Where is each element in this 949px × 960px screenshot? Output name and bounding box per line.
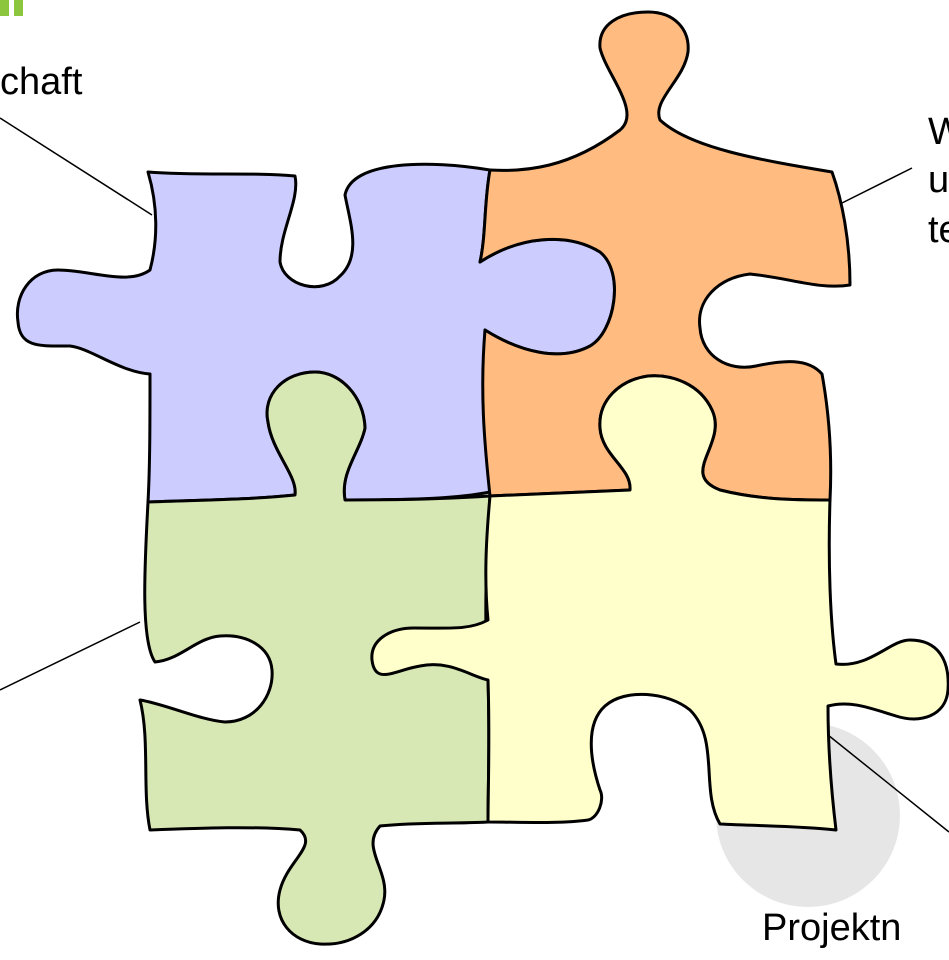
- label-top-right-line2: u: [928, 159, 949, 201]
- connector-line-top-right: [837, 167, 913, 206]
- accent-mark: [0, 0, 24, 16]
- accent-bar: [14, 0, 23, 16]
- accent-bar: [0, 0, 9, 16]
- puzzle-piece-yellow: [370, 374, 949, 832]
- label-top-right-line3: te: [928, 209, 949, 251]
- label-top-left: chaft: [0, 61, 83, 103]
- connector-line-top-left: [0, 117, 153, 216]
- label-bottom-right: Projektn: [762, 907, 902, 949]
- puzzle-piece-orange: [478, 10, 852, 502]
- connector-line-left: [0, 621, 141, 691]
- label-top-right-line1: W: [928, 111, 949, 153]
- connector-line-bottom-right: [827, 734, 949, 833]
- puzzle-piece-green: [138, 370, 492, 946]
